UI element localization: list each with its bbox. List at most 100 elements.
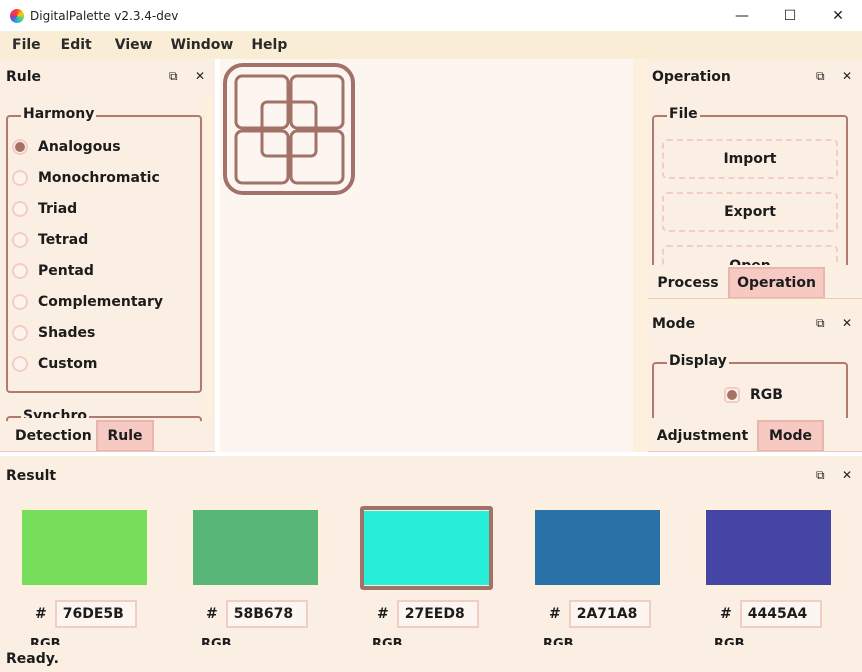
operation-dock: Operation ⧉ ✕ Import Export Open File Pr… [648, 59, 862, 299]
radio-button[interactable] [12, 294, 28, 310]
radio-label: Tetrad [38, 232, 89, 248]
menu-edit[interactable]: Edit [60, 37, 92, 53]
tab-process[interactable]: Process [657, 275, 719, 291]
file-group: Import Export Open [652, 115, 848, 265]
menu-file[interactable]: File [12, 37, 41, 53]
close-icon[interactable]: ✕ [842, 69, 853, 83]
hash-label: # [720, 606, 732, 622]
radio-label: Analogous [38, 139, 121, 155]
swatch-color[interactable] [193, 509, 318, 585]
open-button[interactable]: Open [662, 245, 838, 265]
display-group-title: Display [667, 353, 729, 369]
rgb-label: RGB [543, 637, 574, 645]
hex-input[interactable]: 27EED8 [396, 600, 479, 628]
rgb-label: RGB [372, 637, 403, 645]
radio-triad[interactable]: Triad [12, 201, 77, 217]
float-icon[interactable]: ⧉ [816, 468, 825, 482]
swatch-color[interactable] [22, 509, 147, 585]
radio-analogous[interactable]: Analogous [12, 139, 121, 155]
radio-button[interactable] [12, 263, 28, 279]
export-button[interactable]: Export [662, 192, 838, 232]
color-swatch[interactable] [19, 506, 150, 588]
result-dock: Result ⧉ ✕ # 76DE5B RGB # 58B678 RGB # 2… [0, 456, 862, 645]
status-bar: Ready. [0, 645, 862, 672]
hash-label: # [549, 606, 561, 622]
operation-dock-title: Operation [652, 69, 731, 85]
radio-pentad[interactable]: Pentad [12, 263, 94, 279]
rgb-label: RGB [201, 637, 232, 645]
hex-input[interactable]: 2A71A8 [568, 600, 651, 628]
tab-adjustment[interactable]: Adjustment [656, 428, 749, 444]
result-dock-title: Result [6, 468, 57, 484]
radio-button[interactable] [12, 325, 28, 341]
synchro-group-title: Synchro [21, 408, 89, 418]
float-icon[interactable]: ⧉ [816, 69, 825, 83]
swatch-color[interactable] [535, 509, 660, 585]
radio-button-checked[interactable] [12, 139, 28, 155]
radio-tetrad[interactable]: Tetrad [12, 232, 88, 248]
hex-input[interactable]: 76DE5B [54, 600, 137, 628]
mode-dock-title: Mode [652, 316, 696, 332]
hex-input[interactable]: 58B678 [225, 600, 308, 628]
splitter[interactable] [648, 299, 862, 306]
rgb-label: RGB [30, 637, 61, 645]
color-swatch[interactable] [190, 506, 321, 588]
hex-field: # 76DE5B [35, 600, 137, 628]
swatch-color[interactable] [706, 509, 831, 585]
close-icon[interactable]: ✕ [195, 69, 206, 83]
minimize-button[interactable]: — [735, 7, 749, 24]
color-swatch[interactable] [532, 506, 663, 588]
radio-shades[interactable]: Shades [12, 325, 95, 341]
harmony-group-title: Harmony [21, 106, 97, 122]
mode-dock: Mode ⧉ ✕ Display RGB Adjustment Mode [648, 306, 862, 452]
tab-divider [648, 451, 862, 452]
rule-dock-title: Rule [6, 69, 42, 85]
wheel-canvas[interactable] [220, 59, 633, 452]
canvas-divider[interactable] [633, 59, 641, 452]
radio-button[interactable] [12, 232, 28, 248]
hex-field: # 58B678 [206, 600, 308, 628]
menu-view[interactable]: View [114, 37, 153, 53]
menu-help[interactable]: Help [251, 37, 288, 53]
hex-input[interactable]: 4445A4 [739, 600, 822, 628]
radio-monochromatic[interactable]: Monochromatic [12, 170, 160, 186]
mode-tab-bar: Adjustment Mode [648, 420, 862, 452]
radio-custom[interactable]: Custom [12, 356, 97, 372]
hex-field: # 27EED8 [377, 600, 479, 628]
tab-divider [0, 451, 215, 452]
radio-button[interactable] [12, 356, 28, 372]
radio-button-checked[interactable] [724, 387, 740, 403]
radio-complementary[interactable]: Complementary [12, 294, 163, 310]
tab-detection[interactable]: Detection [15, 428, 92, 444]
tab-divider [648, 298, 862, 299]
radio-button[interactable] [12, 170, 28, 186]
app-icon [10, 8, 24, 23]
float-icon[interactable]: ⧉ [816, 316, 825, 330]
window-title: DigitalPalette v2.3.4-dev [30, 8, 179, 23]
radio-button[interactable] [12, 201, 28, 217]
menu-bar: File Edit View Window Help [0, 31, 862, 59]
layout-icon[interactable] [222, 62, 356, 196]
tab-mode[interactable]: Mode [757, 420, 824, 452]
tab-rule[interactable]: Rule [96, 420, 154, 452]
color-swatch[interactable] [703, 506, 834, 588]
color-swatch-selected[interactable] [360, 506, 493, 590]
tab-operation[interactable]: Operation [728, 267, 825, 299]
rule-dock: Rule ⧉ ✕ Harmony Analogous Monochromatic… [0, 59, 215, 452]
menu-window[interactable]: Window [170, 37, 234, 53]
close-button[interactable]: ✕ [832, 7, 844, 24]
swatch-color[interactable] [364, 511, 489, 585]
close-icon[interactable]: ✕ [842, 468, 853, 482]
harmony-group [6, 115, 202, 393]
maximize-button[interactable]: ☐ [783, 7, 797, 24]
hash-label: # [35, 606, 47, 622]
scrollbar[interactable] [205, 97, 212, 417]
radio-label: Complementary [38, 294, 164, 310]
import-button[interactable]: Import [662, 139, 838, 179]
splitter[interactable] [641, 59, 648, 452]
hex-field: # 2A71A8 [549, 600, 651, 628]
radio-label: Triad [38, 201, 78, 217]
float-icon[interactable]: ⧉ [169, 69, 178, 83]
close-icon[interactable]: ✕ [842, 316, 853, 330]
radio-rgb[interactable]: RGB [724, 387, 783, 403]
